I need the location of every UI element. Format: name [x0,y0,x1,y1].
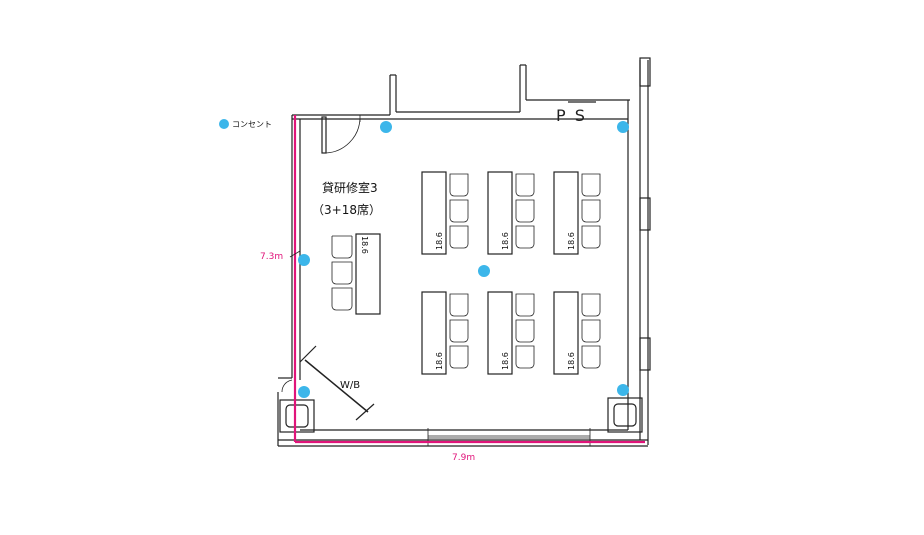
whiteboard: W/B [299,345,375,421]
width-dimension: 7.9m [452,453,475,463]
desk-group: 18.6 [487,171,535,255]
desk-label: 18.6 [360,236,369,254]
desk-label: 18.6 [567,352,576,370]
room-capacity: （3+18席） [312,202,381,217]
desk-group: 18.6 [553,291,601,375]
legend: コンセント [219,119,272,129]
outlet-icon [298,254,310,266]
entry-door [321,115,361,154]
instructor-desk: 18.6 [331,233,381,315]
room-name: 貸研修室3 [322,180,378,195]
legend-outlet-icon [219,119,229,129]
outlet-icon [617,121,629,133]
student-desks: 18.6 18.6 18.6 18.6 [421,171,601,375]
whiteboard-label: W/B [340,380,360,391]
outlet-icon [478,265,490,277]
desk-label: 18.6 [435,352,444,370]
height-dimension: 7.3m [260,252,283,262]
desk-label: 18.6 [501,352,510,370]
desk-group: 18.6 [553,171,601,255]
pillar-right [607,397,643,433]
desk-group: 18.6 [487,291,535,375]
legend-outlet-label: コンセント [232,120,272,129]
desk-group: 18.6 [421,291,469,375]
outlet-icon [617,384,629,396]
desk-label: 18.6 [567,232,576,250]
outlet-icon [298,386,310,398]
outlet-icon [380,121,392,133]
pillar-left [279,399,315,433]
outlets [298,121,629,398]
dimension-lines: 7.3m 7.9m [260,115,645,463]
walls [277,57,651,447]
desk-label: 18.6 [501,232,510,250]
desk-group: 18.6 [421,171,469,255]
ps-label: P S [556,106,587,125]
desk-label: 18.6 [435,232,444,250]
